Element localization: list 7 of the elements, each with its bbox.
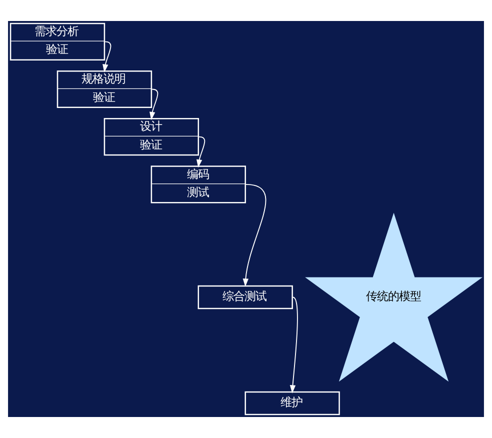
- arrow: [290, 296, 298, 394]
- arrow: [196, 136, 206, 168]
- node-box: 综合测试: [198, 285, 293, 310]
- arrow: [102, 41, 112, 72]
- arrow: [150, 88, 158, 120]
- node-box: 维护: [244, 391, 340, 416]
- arrow: [242, 184, 266, 287]
